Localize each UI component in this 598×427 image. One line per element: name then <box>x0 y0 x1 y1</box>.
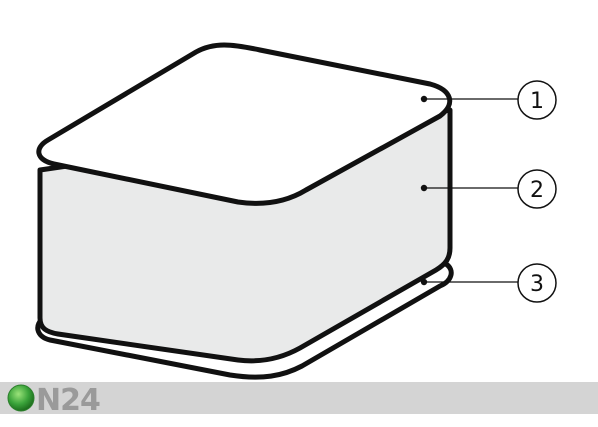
footer-bar <box>0 382 598 414</box>
callout-3: 3 <box>517 263 557 303</box>
brand-logo: N24 <box>7 383 101 418</box>
callout-2: 2 <box>517 169 557 209</box>
top-layer-shape <box>36 42 453 206</box>
callout-number-1: 1 <box>530 89 544 114</box>
leader-dots <box>420 95 428 286</box>
callout-number-2: 2 <box>530 178 544 203</box>
callout-number-3: 3 <box>530 272 544 297</box>
logo-dot-icon <box>7 384 35 412</box>
callout-leaders <box>424 98 518 283</box>
callout-1: 1 <box>517 80 557 120</box>
logo-text: N24 <box>36 383 100 418</box>
